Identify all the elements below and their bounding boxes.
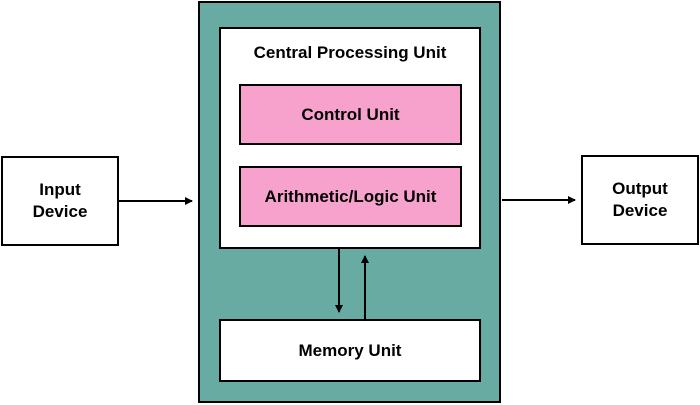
cpu-title: Central Processing Unit (253, 43, 447, 62)
control-unit-label: Control Unit (301, 104, 400, 124)
alu-label: Arithmetic/Logic Unit (264, 186, 437, 206)
output-device-label: Output Device (612, 179, 668, 220)
control-unit-block: Control Unit (239, 84, 462, 145)
memory-unit-block: Memory Unit (219, 319, 481, 382)
memory-unit-label: Memory Unit (298, 340, 402, 360)
alu-block: Arithmetic/Logic Unit (239, 166, 462, 227)
input-device-block: Input Device (1, 156, 119, 246)
output-device-block: Output Device (581, 155, 699, 245)
input-device-label: Input Device (32, 180, 88, 221)
